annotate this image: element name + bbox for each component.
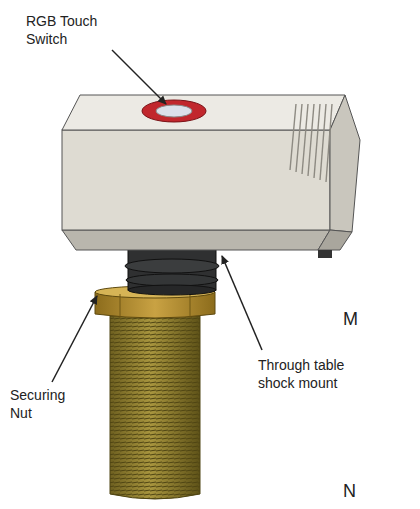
cut-off-text: N	[343, 480, 373, 503]
part-label: Through table shock mount	[258, 356, 368, 392]
securing-nut	[95, 286, 215, 318]
shock-mount	[125, 246, 219, 295]
part-label: Securing Nut	[10, 386, 80, 422]
leader-arrow	[52, 50, 262, 382]
cut-off-text: M	[343, 308, 373, 331]
threaded-rod	[110, 316, 200, 499]
part-label: RGB Touch Switch	[26, 12, 106, 48]
touch-switch	[142, 100, 206, 122]
housing	[62, 95, 360, 258]
